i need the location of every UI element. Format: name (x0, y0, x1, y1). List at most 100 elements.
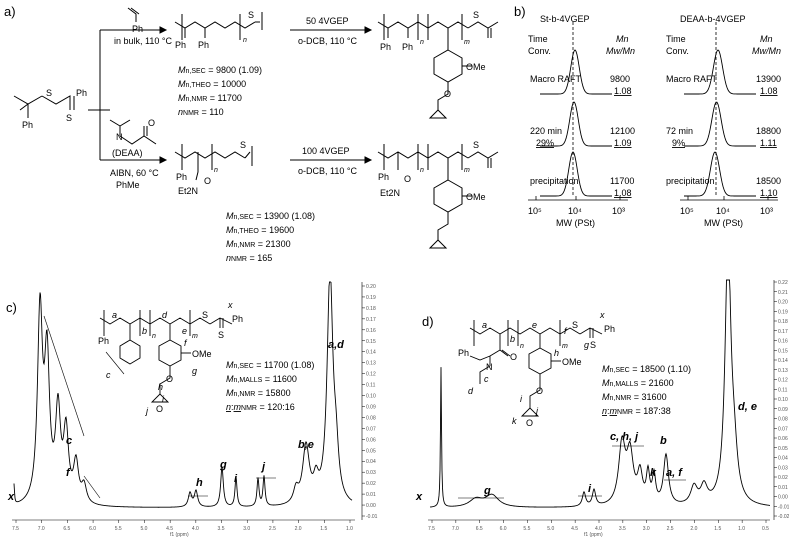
ps-macro-raft: Ph Ph n S (174, 10, 263, 50)
nmr-ytick-label: 0.15 (366, 339, 376, 345)
nmr-c-xlabel: f1 (ppm) (170, 532, 189, 538)
nmr-d-struct-o2: O (536, 386, 543, 396)
sec-right-row-name: precipitation (666, 176, 715, 186)
svg-text:n:mNMR = 187:38: n:mNMR = 187:38 (602, 406, 671, 416)
nmr-xtick-label: 7.5 (428, 526, 435, 532)
svg-text:Mn,MALLS = 11600: Mn,MALLS = 11600 (226, 374, 297, 384)
nmr-xtick-label: 4.5 (571, 526, 578, 532)
nmr-d-struct-m: m (562, 343, 568, 350)
sec-right-trace-0 (684, 49, 756, 95)
route-bottom-mn-nmr: 21300 (266, 239, 291, 249)
nmr-ytick-label: 0.14 (778, 358, 788, 364)
sec-left: St-b-4VGEP Time Conv. Mn Mw/Mn Macro RAF… (528, 14, 635, 228)
nmr-c-mn-nmr: 15800 (266, 388, 291, 398)
nmr-xtick-label: 4.5 (166, 526, 173, 532)
ps-ph-a: Ph (175, 40, 186, 50)
svg-text:n:mNMR = 120:16: n:mNMR = 120:16 (226, 402, 295, 412)
nmr-d-peak-k: k (650, 467, 657, 479)
nmr-d-ratio: 187:38 (643, 406, 671, 416)
nmr-xtick-label: 2.0 (295, 526, 302, 532)
nmr-d-struct-c: c (484, 374, 489, 384)
nmr-d-mn-sec: 18500 (1.10) (640, 364, 691, 374)
nmr-ytick-label: 0.20 (366, 284, 376, 290)
blk-top-ph-b: Ph (402, 42, 413, 52)
nmr-d-peak-b: b (660, 435, 667, 447)
sec-right-row-conv: 9% (672, 138, 685, 148)
nmr-ytick-label: 0.13 (778, 368, 788, 374)
nmr-c-peak-h: h (196, 477, 203, 489)
blk-bot-et2n: Et2N (380, 188, 400, 198)
nmr-d-struct-ome: OMe (562, 357, 582, 367)
svg-text:Mn,SEC = 13900 (1.08): Mn,SEC = 13900 (1.08) (226, 211, 315, 221)
nmr-d-struct-d: d (468, 386, 474, 396)
nmr-ytick-label: 0.21 (778, 290, 788, 296)
sec-right-xlabel: MW (PSt) (704, 218, 743, 228)
nmr-c-mn-sec: 11700 (1.08) (264, 360, 314, 370)
sec-left-row-name: Macro RAFT (530, 74, 582, 84)
nmr-c-spectrum (13, 281, 353, 508)
nmr-ytick-label: 0.00 (778, 495, 788, 501)
sec-left-xlabel: MW (PSt) (556, 218, 595, 228)
nmr-ytick-label: 0.06 (778, 436, 788, 442)
nmr-d-struct-s2: S (590, 340, 596, 350)
sec-left-tick-label: 10⁵ (528, 206, 542, 216)
nmr-ytick-label: 0.05 (778, 446, 788, 452)
nmr-ytick-label: 0.02 (366, 481, 376, 487)
nmr-ytick-label: 0.12 (366, 372, 376, 378)
sec-right-row-mn: 13900 (756, 74, 781, 84)
sec-right-tick-label: 10⁵ (680, 206, 694, 216)
nmr-d-struct-k: k (512, 416, 517, 426)
nmr-d-peak-g: g (483, 485, 491, 497)
blk-top-ph-a: Ph (380, 42, 391, 52)
nmr-ytick-label: 0.17 (366, 317, 376, 323)
nmr-ytick-label: 0.08 (366, 415, 376, 421)
nmr-c-struct-o1: O (166, 374, 173, 384)
svg-text:nNMR = 165: nNMR = 165 (226, 253, 272, 263)
nmr-d-struct-j: j (535, 406, 539, 416)
nmr-c-struct-g: g (192, 366, 197, 376)
nmr-xtick-label: 2.5 (667, 526, 674, 532)
sec-right: DEAA-b-4VGEP Time Conv. Mn Mw/Mn Macro R… (666, 14, 781, 228)
ps-b-4vgep-structure: Ph Ph n m OMe O S (377, 10, 499, 119)
nmr-ytick-label: 0.03 (778, 465, 788, 471)
sec-left-col-d: Mw/Mn (606, 46, 635, 56)
nmr-ytick-label: 0.18 (366, 306, 376, 312)
sec-left-traces (540, 49, 612, 197)
sec-right-row-name: Macro RAFT (666, 74, 718, 84)
nmr-c-peak-i: i (234, 473, 238, 485)
sec-left-row-conv: 29% (536, 138, 554, 148)
nmr-xtick-label: 2.5 (269, 526, 276, 532)
nmr-xtick-label: 6.0 (89, 526, 96, 532)
nmr-ytick-label: 0.10 (366, 394, 376, 400)
sec-left-tick-label: 10³ (612, 206, 625, 216)
pdeaa-et2n: Et2N (178, 186, 198, 196)
nmr-c-peak-c: c (66, 435, 72, 447)
nmr-c-struct-x: x (227, 300, 233, 310)
nmr-d-struct-g: g (584, 340, 589, 350)
route-top-mn-theo: 10000 (221, 79, 246, 89)
styrene-ph: Ph (132, 24, 143, 34)
nmr-xtick-label: 3.0 (243, 526, 250, 532)
sec-right-col-time: Time (666, 34, 686, 44)
panel-b: b) St-b-4VGEP Time Conv. Mn Mw/Mn Macro … (514, 4, 781, 228)
nmr-c-struct-j: j (145, 406, 149, 416)
nmr-ytick-label: 0.16 (366, 328, 376, 334)
blk-top-s: S (473, 10, 479, 20)
nmr-c-peak-be: b,e (298, 439, 314, 451)
sec-right-row-mn: 18500 (756, 176, 781, 186)
raft-agent-ph1: Ph (22, 120, 33, 130)
blk-bot-ome: OMe (466, 192, 486, 202)
nmr-xtick-label: 3.5 (619, 526, 626, 532)
arrow-bottom-2 (364, 156, 373, 164)
ps-ph-b: Ph (198, 40, 209, 50)
pdeaa-s: S (240, 140, 246, 150)
sec-right-row-name: 72 min (666, 126, 693, 136)
nmr-ytick-label: 0.16 (778, 339, 788, 345)
nmr-xtick-label: 7.0 (452, 526, 459, 532)
nmr-xtick-label: 3.0 (643, 526, 650, 532)
svg-text:nNMR = 110: nNMR = 110 (178, 107, 224, 117)
pdeaa-b-4vgep-structure: Ph Et2N O n m OMe S (377, 140, 499, 249)
route-top-n-nmr: 110 (209, 107, 223, 117)
sec-right-tick-label: 10⁴ (716, 206, 730, 216)
